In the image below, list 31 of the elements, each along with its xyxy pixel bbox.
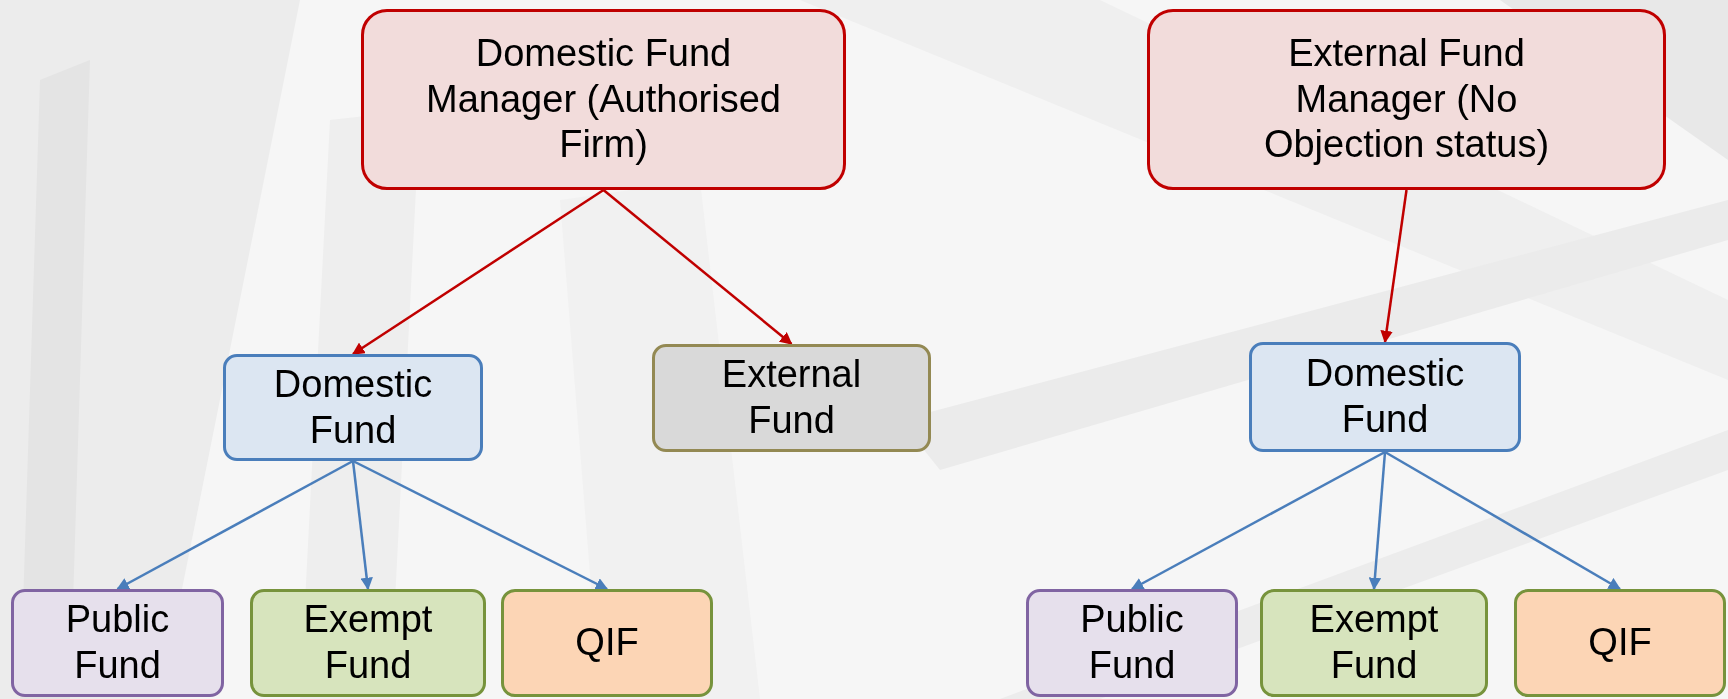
box-label: Domestic Fund xyxy=(1304,351,1466,442)
box-label: Public Fund xyxy=(1079,597,1185,688)
arrow xyxy=(352,459,609,591)
fund-box xyxy=(250,589,486,697)
box-label: QIF xyxy=(574,620,640,666)
manager-box xyxy=(361,9,846,190)
arrow xyxy=(116,459,354,591)
arrow xyxy=(351,188,605,356)
box-label: Domestic Fund Manager (Authorised Firm) xyxy=(425,31,782,168)
box-label: QIF xyxy=(1587,620,1653,666)
manager-box xyxy=(1147,9,1666,190)
fund-box xyxy=(501,589,713,697)
arrow xyxy=(1380,189,1408,344)
fund-box xyxy=(1514,589,1726,697)
box-label: Public Fund xyxy=(64,597,171,688)
box-label: External Fund xyxy=(720,352,863,443)
fund-box xyxy=(11,589,224,697)
fund-box xyxy=(1026,589,1238,697)
arrow xyxy=(602,189,793,345)
fund-box xyxy=(223,354,483,461)
box-label: External Fund Manager (No Objection status) xyxy=(1262,31,1551,168)
arrow xyxy=(1384,450,1622,591)
box-label: Exempt Fund xyxy=(302,597,434,688)
fund-box xyxy=(1249,342,1521,452)
arrow xyxy=(351,460,373,591)
box-label: Exempt Fund xyxy=(1308,597,1440,688)
fund-box xyxy=(652,344,931,452)
arrow xyxy=(1368,451,1387,591)
arrow xyxy=(1130,450,1386,591)
fund-box xyxy=(1260,589,1488,697)
box-label: Domestic Fund xyxy=(272,361,434,453)
